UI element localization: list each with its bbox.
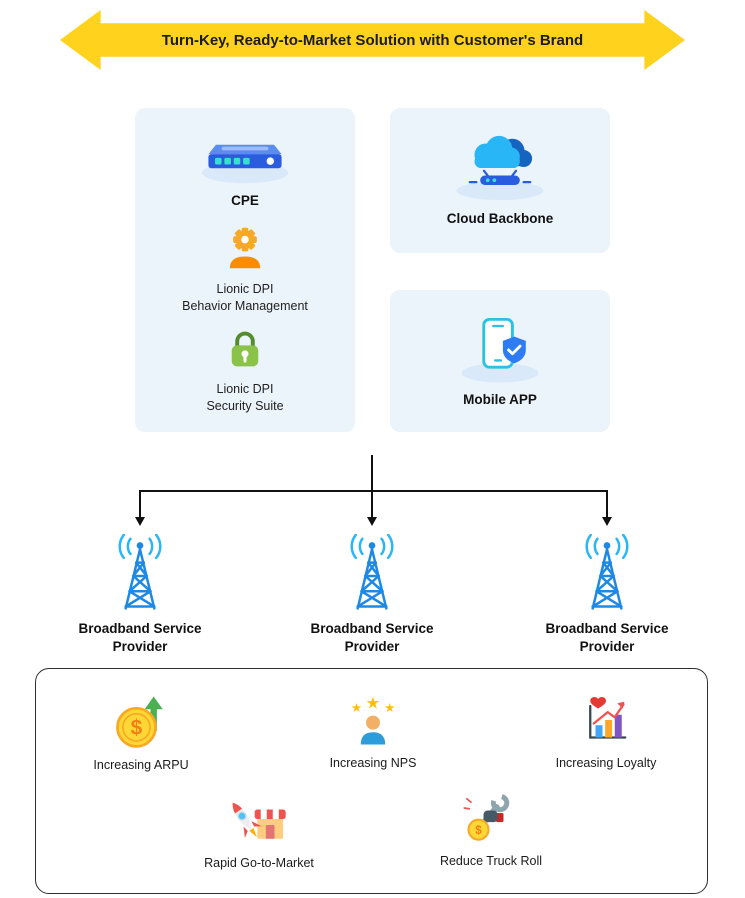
benefit-label: Rapid Go-to-Market — [204, 856, 314, 870]
dollar-glyph: $ — [475, 824, 482, 837]
radio-tower-icon — [325, 534, 419, 618]
coin-up-arrow-icon: $ — [112, 693, 170, 749]
person-stars-icon: ★ ★ ★ — [345, 693, 401, 747]
cloud-router-icon — [448, 134, 552, 202]
security-item: Lionic DPI Security Suite — [206, 325, 284, 414]
benefits-box: $ Increasing ARPU ★ ★ ★ Increasing NPS — [35, 668, 708, 894]
connector-vertical-main — [371, 455, 373, 491]
connector-horizontal — [139, 490, 608, 492]
benefit-truck-roll: $ Reduce Truck Roll — [401, 791, 581, 869]
title-banner: Turn-Key, Ready-to-Market Solution with … — [60, 10, 685, 70]
provider-1: Broadband Service Provider — [70, 534, 210, 655]
arrow-down-left-icon — [134, 517, 145, 526]
benefit-nps: ★ ★ ★ Increasing NPS — [283, 693, 463, 771]
provider-label: Broadband Service Provider — [310, 621, 434, 654]
mobile-label: Mobile APP — [463, 392, 537, 408]
mobile-panel: Mobile APP — [390, 290, 610, 432]
benefit-label: Increasing ARPU — [93, 758, 189, 772]
connector-drop-right — [606, 491, 608, 518]
provider-3: Broadband Service Provider — [537, 534, 677, 655]
arrow-down-right-icon — [601, 517, 612, 526]
cloud-label: Cloud Backbone — [446, 210, 554, 226]
benefit-go-to-market: Rapid Go-to-Market — [169, 791, 349, 871]
radio-tower-icon — [560, 534, 654, 618]
gear-person-icon — [218, 221, 272, 275]
benefit-label: Reduce Truck Roll — [439, 854, 543, 868]
cpe-router-icon — [193, 126, 297, 186]
connector-drop-left — [139, 491, 141, 518]
dollar-glyph: $ — [131, 717, 143, 740]
benefit-label: Increasing NPS — [329, 756, 417, 770]
arrow-down-center-icon — [366, 517, 377, 526]
wrench-coin-icon: $ — [461, 791, 521, 845]
benefit-loyalty: Increasing Loyalty — [516, 693, 696, 771]
rocket-storefront-icon — [228, 791, 290, 847]
behavior-item: Lionic DPI Behavior Management — [182, 221, 308, 314]
cpe-panel: CPE Lionic DPI Behavior Management — [135, 108, 355, 432]
benefit-label: Increasing Loyalty — [555, 756, 657, 770]
phone-shield-icon — [457, 313, 543, 385]
provider-label: Broadband Service Provider — [78, 621, 202, 654]
cloud-panel: Cloud Backbone — [390, 108, 610, 253]
padlock-icon — [220, 325, 270, 375]
star-glyph: ★ — [384, 701, 395, 715]
star-glyph: ★ — [366, 694, 381, 713]
connector-drop-center — [371, 491, 373, 518]
benefit-arpu: $ Increasing ARPU — [51, 693, 231, 773]
star-glyph: ★ — [351, 701, 362, 715]
provider-2: Broadband Service Provider — [302, 534, 442, 655]
radio-tower-icon — [93, 534, 187, 618]
provider-label: Broadband Service Provider — [545, 621, 669, 654]
security-label: Lionic DPI Security Suite — [206, 382, 284, 413]
chart-heart-icon — [578, 693, 634, 747]
cpe-item: CPE — [193, 126, 297, 210]
banner-title: Turn-Key, Ready-to-Market Solution with … — [161, 31, 584, 49]
behavior-label: Lionic DPI Behavior Management — [182, 282, 308, 313]
cpe-label: CPE — [231, 193, 259, 208]
